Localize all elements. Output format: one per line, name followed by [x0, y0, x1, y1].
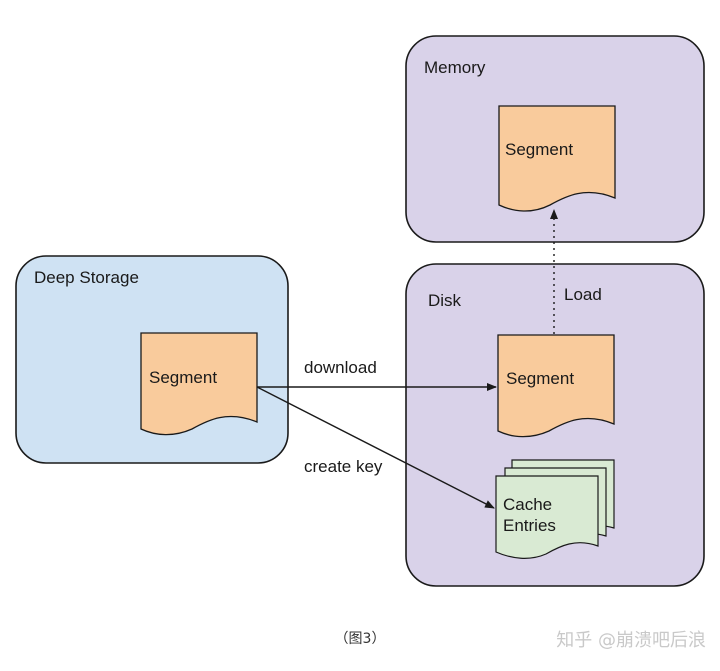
deep-storage-segment-label: Segment: [149, 368, 217, 387]
deep-storage-segment-shape: [140, 332, 258, 436]
cache-entries-front-sheet: [495, 475, 599, 559]
load-label: Load: [564, 285, 602, 304]
deep-storage-segment-node: Segment: [140, 332, 258, 436]
memory-label: Memory: [424, 58, 486, 77]
memory-segment-label: Segment: [505, 140, 573, 159]
disk-segment-shape: [497, 334, 615, 438]
disk-label: Disk: [428, 291, 462, 310]
disk-segment-node: Segment: [497, 334, 615, 438]
download-edge: download: [257, 358, 497, 391]
watermark: 知乎 @崩溃吧后浪: [556, 630, 706, 651]
download-label: download: [304, 358, 377, 377]
diagram: Memory Deep Storage Disk Segment Segment…: [15, 35, 705, 587]
disk-segment-label: Segment: [506, 369, 574, 388]
create-key-arrow: [256, 386, 495, 509]
deep-storage-label: Deep Storage: [34, 268, 139, 287]
create-key-label: create key: [304, 457, 383, 476]
memory-segment-node: Segment: [498, 105, 616, 212]
cache-entries-label-line1: Cache: [503, 495, 552, 514]
memory-segment-shape: [498, 105, 616, 212]
cache-entries-label-line2: Entries: [503, 516, 556, 535]
load-edge: Load: [550, 209, 602, 334]
cache-entries-node: Cache Entries: [495, 459, 615, 559]
figure-caption: （图3）: [334, 631, 386, 647]
create-key-edge: create key: [256, 386, 495, 509]
